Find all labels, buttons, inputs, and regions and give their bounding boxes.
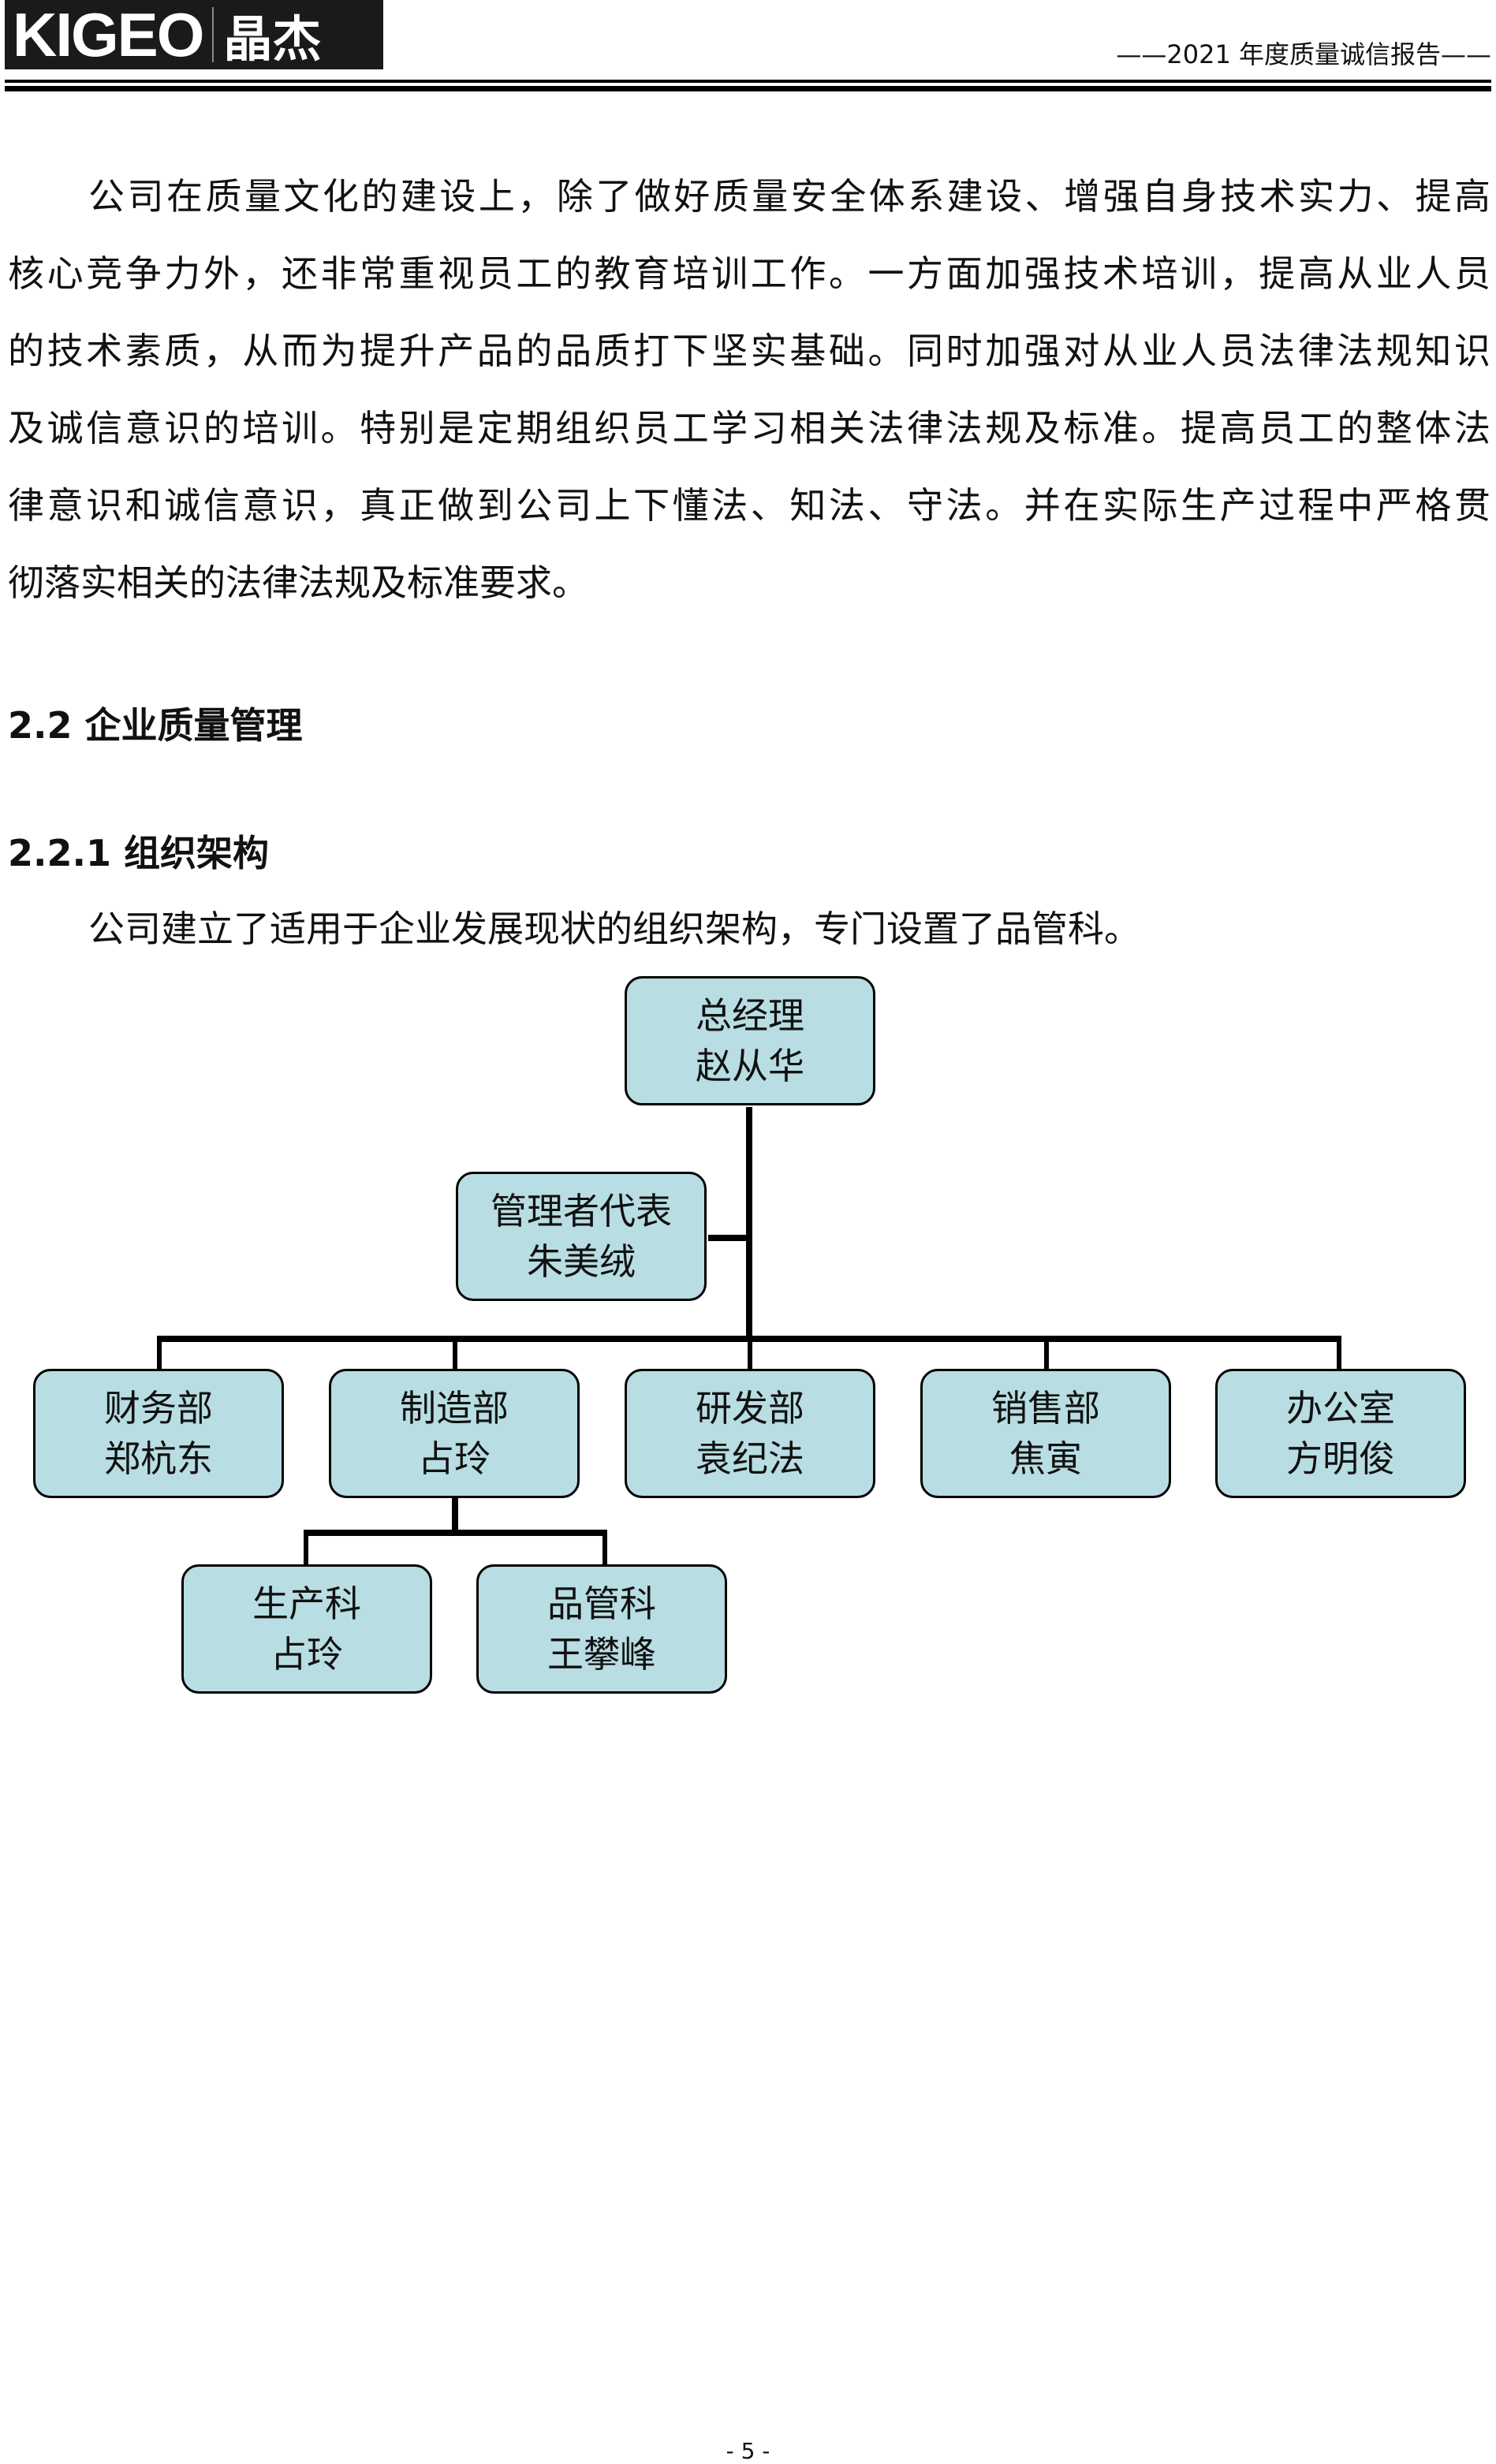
connector-line — [453, 1336, 457, 1369]
node-name: 占玲 — [270, 1633, 343, 1676]
connector-line — [157, 1336, 162, 1369]
header-rule-thin — [5, 80, 1491, 83]
connector-line — [746, 1107, 752, 1340]
node-name: 焦寅 — [1009, 1437, 1082, 1480]
connector-line — [304, 1530, 308, 1564]
node-title: 办公室 — [1286, 1387, 1395, 1430]
logo-divider — [212, 7, 215, 62]
node-name: 方明俊 — [1286, 1437, 1395, 1480]
connector-line — [603, 1530, 607, 1564]
node-title: 研发部 — [696, 1387, 804, 1430]
org-node-manufacturing: 制造部 占玲 — [329, 1369, 580, 1498]
connector-line — [1044, 1336, 1049, 1369]
paragraph-line: 公司在质量文化的建设上，除了做好质量安全体系建设、增强自身技术实力、提高 — [88, 175, 1490, 218]
node-title: 品管科 — [547, 1582, 656, 1625]
subsection-heading: 2.2.1 组织架构 — [8, 832, 269, 874]
node-title: 生产科 — [252, 1582, 361, 1625]
org-node-sales: 销售部 焦寅 — [920, 1369, 1171, 1498]
org-node-finance: 财务部 郑杭东 — [33, 1369, 284, 1498]
paragraph-line: 及诚信意识的培训。特别是定期组织员工学习相关法律法规及标准。提高员工的整体法 — [8, 407, 1490, 449]
node-name: 郑杭东 — [104, 1437, 213, 1480]
org-caption: 公司建立了适用于企业发展现状的组织架构，专门设置了品管科。 — [88, 908, 1140, 950]
connector-line — [452, 1498, 458, 1536]
connector-line — [748, 1336, 752, 1369]
node-title: 财务部 — [104, 1387, 213, 1430]
logo-text-cn: 晶杰 — [223, 10, 322, 68]
node-name: 王攀峰 — [547, 1633, 656, 1676]
page-number: - 5 - — [726, 2438, 770, 2464]
org-node-rnd: 研发部 袁纪法 — [625, 1369, 875, 1498]
paragraph-line: 彻落实相关的法律法规及标准要求。 — [8, 561, 588, 604]
connector-line — [1337, 1336, 1341, 1369]
body-paragraph: 公司在质量文化的建设上，除了做好质量安全体系建设、增强自身技术实力、提高 核心竞… — [8, 158, 1490, 621]
header-rule-thick — [5, 86, 1491, 91]
section-heading: 2.2 企业质量管理 — [8, 704, 303, 747]
company-logo: KIGEO 晶杰 — [5, 0, 383, 69]
report-title: ——2021 年度质量诚信报告—— — [1116, 39, 1491, 69]
node-title: 销售部 — [991, 1387, 1100, 1430]
node-title: 总经理 — [696, 994, 804, 1037]
node-name: 袁纪法 — [696, 1437, 804, 1480]
logo-text-en: KIGEO — [13, 0, 204, 69]
org-node-management-rep: 管理者代表 朱美绒 — [456, 1172, 707, 1301]
org-node-office: 办公室 方明俊 — [1215, 1369, 1466, 1498]
node-title: 管理者代表 — [491, 1190, 672, 1232]
connector-line — [304, 1530, 607, 1536]
paragraph-line: 律意识和诚信意识，真正做到公司上下懂法、知法、守法。并在实际生产过程中严格贯 — [8, 484, 1490, 527]
paragraph-line: 的技术素质，从而为提升产品的品质打下坚实基础。同时加强对从业人员法律法规知识 — [8, 330, 1490, 372]
org-node-general-manager: 总经理 赵从华 — [625, 976, 875, 1105]
org-node-production: 生产科 占玲 — [181, 1564, 432, 1694]
node-name: 占玲 — [418, 1437, 491, 1480]
node-name: 朱美绒 — [527, 1240, 636, 1283]
node-name: 赵从华 — [696, 1045, 804, 1087]
org-node-quality-control: 品管科 王攀峰 — [476, 1564, 727, 1694]
node-title: 制造部 — [400, 1387, 509, 1430]
connector-line — [708, 1235, 749, 1241]
paragraph-line: 核心竞争力外，还非常重视员工的教育培训工作。一方面加强技术培训，提高从业人员 — [8, 252, 1490, 295]
